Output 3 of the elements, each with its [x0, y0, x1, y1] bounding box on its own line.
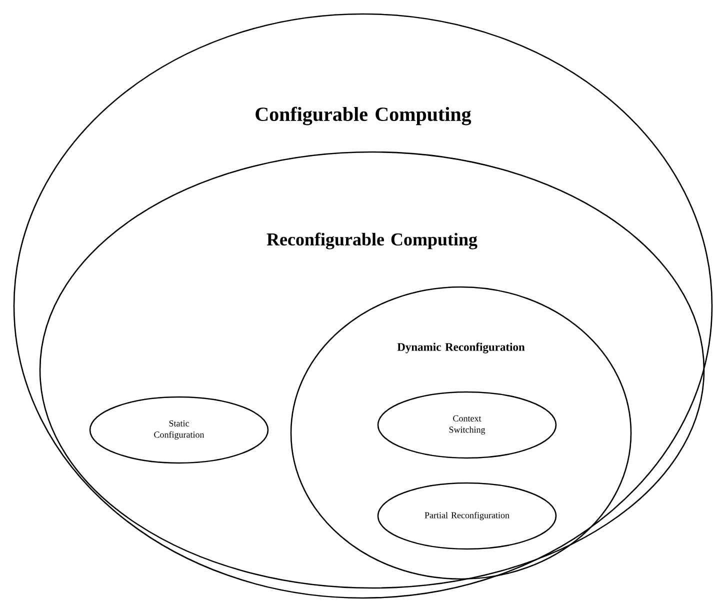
ellipse-title: Configurable Computing	[256, 106, 472, 126]
ellipse-title: Reconfigurable Computing	[266, 232, 478, 250]
ellipse-title: Dynamic Reconfiguration	[397, 342, 525, 354]
